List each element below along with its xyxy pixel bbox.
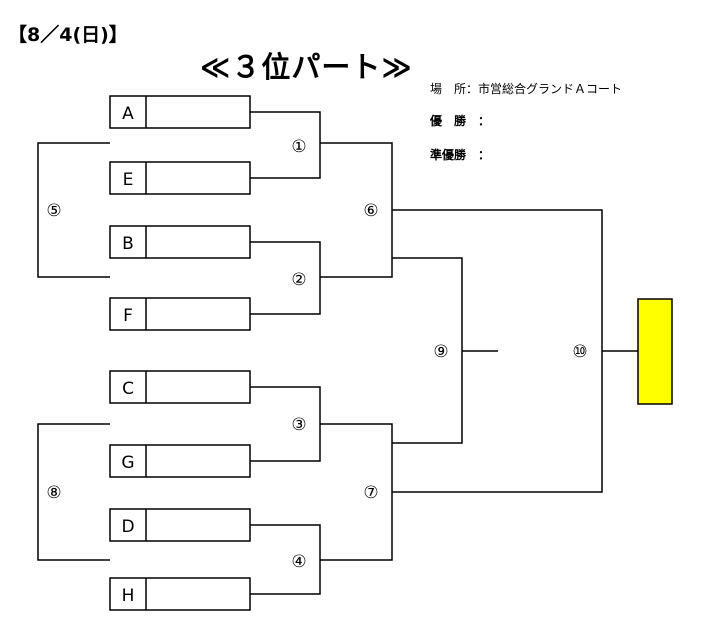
venue-label: 場 所： <box>430 82 479 96</box>
winner-line: 優 勝 ： <box>430 112 490 129</box>
team-label-f: F <box>123 306 133 326</box>
venue-line: 場 所：市営総合グランドＡコート <box>430 80 622 97</box>
page-title: ≪３位パート≫ <box>200 50 413 84</box>
match-label-8: ⑧ <box>46 483 61 503</box>
team-slot-b: B <box>109 225 251 259</box>
match-label-10: ⑩ <box>572 342 587 362</box>
match-label-4: ④ <box>291 552 306 572</box>
match-label-5: ⑤ <box>46 201 61 221</box>
team-label-e: E <box>123 170 134 190</box>
match-label-7: ⑦ <box>363 483 378 503</box>
match-label-1: ① <box>291 137 306 157</box>
date-heading: 【8／4(日)】 <box>8 24 128 46</box>
bracket-line-match-6 <box>320 142 393 278</box>
venue-value: 市営総合グランドＡコート <box>478 82 623 96</box>
bracket-line-match-5 <box>37 142 110 278</box>
winner-label: 優 勝 ： <box>430 114 491 128</box>
bracket-line-match-3 <box>250 386 321 462</box>
match-label-2: ② <box>291 270 306 290</box>
team-label-h: H <box>122 586 135 606</box>
team-label-g: G <box>121 453 134 473</box>
team-slot-c: C <box>109 370 251 404</box>
team-slot-e: E <box>109 161 251 195</box>
team-label-c: C <box>122 379 134 399</box>
bracket-line-match-4 <box>250 524 321 595</box>
team-label-d: D <box>121 517 134 537</box>
match-label-3: ③ <box>291 415 306 435</box>
team-slot-d: D <box>109 508 251 542</box>
team-label-a: A <box>122 104 134 124</box>
team-slot-h: H <box>109 577 251 611</box>
team-slot-f: F <box>109 297 251 331</box>
bracket-line-match-7 <box>320 423 393 561</box>
team-slot-g: G <box>109 444 251 478</box>
bracket-line-match-1 <box>250 111 321 179</box>
runnerup-label: 準優勝 ： <box>430 148 491 162</box>
match-label-9: ⑨ <box>433 342 448 362</box>
champion-box <box>637 298 673 405</box>
runnerup-line: 準優勝 ： <box>430 146 490 163</box>
bracket-line-match-2 <box>250 241 321 315</box>
team-label-b: B <box>122 234 134 254</box>
team-slot-a: A <box>109 95 251 129</box>
bracket-line-match-8 <box>37 423 110 561</box>
bracket-line-match-9 <box>392 257 463 444</box>
match-label-6: ⑥ <box>363 201 378 221</box>
